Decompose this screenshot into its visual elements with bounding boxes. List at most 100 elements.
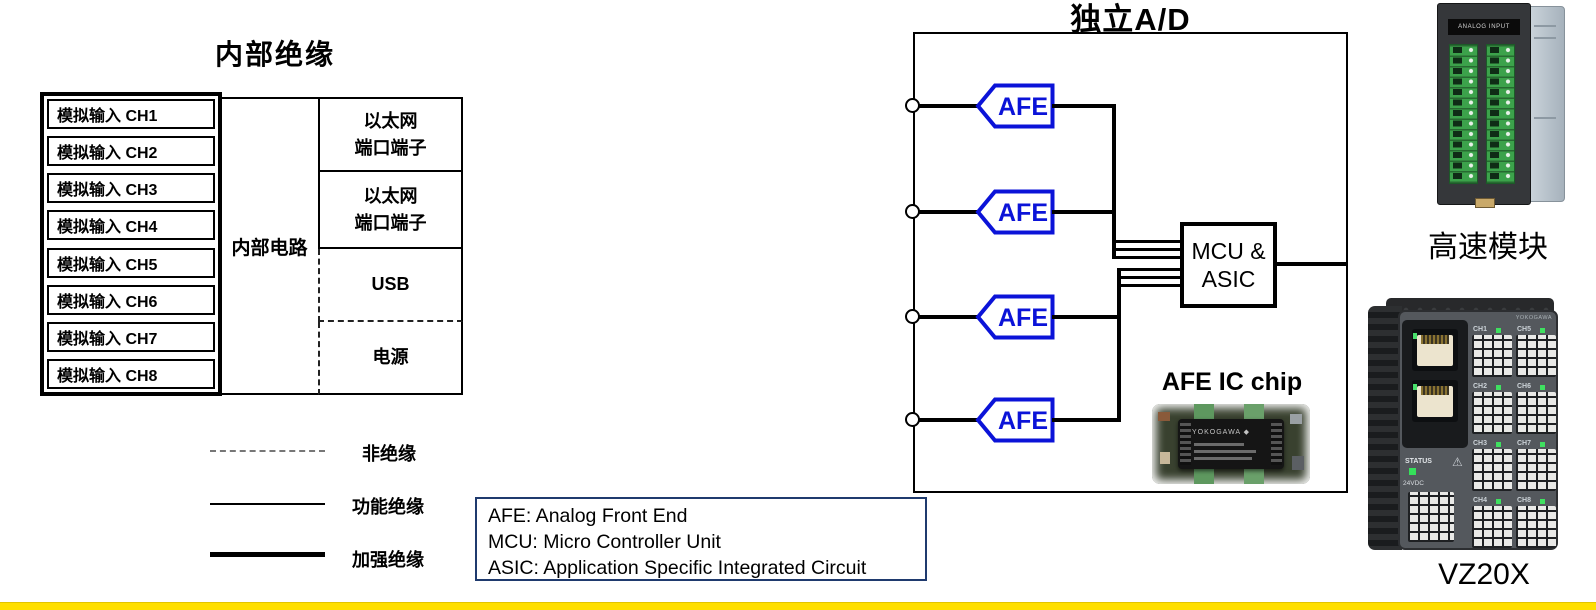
analog-input-group-box: 模拟输入 CH1 模拟输入 CH2 模拟输入 CH3 模拟输入 CH4 模拟输入… <box>40 92 222 396</box>
panel-detail <box>1534 117 1556 119</box>
high-speed-module-caption: 高速模块 <box>1428 231 1548 264</box>
bus-stub-2 <box>1112 248 1182 251</box>
module-body: ANALOG INPUT <box>1437 3 1531 205</box>
analog-input-ch6: 模拟输入 CH6 <box>47 284 215 315</box>
abbreviation-box: AFE: Analog Front End MCU: Micro Control… <box>475 497 927 581</box>
analog-input-ch4: 模拟输入 CH4 <box>47 210 215 241</box>
rj45-pins <box>1421 335 1449 344</box>
cell-text: USB <box>371 274 410 294</box>
analog-input-ch1: 模拟输入 CH1 <box>47 99 215 129</box>
terminal-strip-right <box>1486 44 1515 184</box>
bus-stub-6 <box>1117 284 1182 287</box>
ethernet-port-cell-1: 以太网 端口端子 <box>318 97 463 172</box>
channel-label: CH6 <box>1517 383 1532 390</box>
pcb-component <box>1290 414 1302 424</box>
terminal-connectors <box>1472 449 1512 491</box>
rj45-pins <box>1421 386 1449 395</box>
analog-input-ch8: 模拟输入 CH8 <box>47 358 215 389</box>
status-led <box>1409 468 1416 475</box>
terminal-connectors <box>1516 449 1556 491</box>
channel-led <box>1540 385 1545 390</box>
ic-pins-left <box>1180 423 1191 465</box>
input-terminal-1 <box>905 98 920 113</box>
panel-detail <box>1534 37 1556 39</box>
mcu-output-wire <box>1275 262 1348 266</box>
middle-diagram-title: 独立A/D <box>1070 2 1191 37</box>
bus-stub-1 <box>1112 240 1182 243</box>
cell-text: 端口端子 <box>354 137 427 158</box>
mcu-label-line2: ASIC <box>1201 266 1256 292</box>
mcu-asic-block: MCU & ASIC <box>1180 222 1277 308</box>
terminal-connectors <box>1472 506 1512 548</box>
vz20x-caption: VZ20X <box>1438 558 1530 591</box>
input-wire-3 <box>919 315 977 319</box>
legend-label-functional-insulation: 功能绝缘 <box>352 497 424 517</box>
afe-output-wire-2 <box>1052 210 1114 214</box>
yokogawa-brand-text: YOKOGAWA <box>1515 315 1552 321</box>
terminal-connectors <box>1516 335 1556 377</box>
cell-text: 以太网 <box>363 110 418 131</box>
vz-channel-block-ch6: CH6 <box>1516 383 1558 436</box>
afe-pentagon <box>975 83 1055 129</box>
abbrev-afe: AFE: Analog Front End <box>488 505 688 527</box>
abbrev-mcu: MCU: Micro Controller Unit <box>488 531 721 553</box>
channel-label: CH8 <box>1517 497 1532 504</box>
vz-front-panel: YOKOGAWA CH1 CH2 <box>1398 310 1558 550</box>
channel-label: CH5 <box>1517 326 1532 333</box>
afe-output-wire-1 <box>1052 104 1114 108</box>
terminal-strip-left <box>1449 44 1478 184</box>
power-terminal-connectors <box>1408 492 1454 542</box>
afe-block-2: AFE <box>975 189 1055 235</box>
legend-line-non-insulated <box>210 450 325 452</box>
ic-marking-line <box>1194 450 1256 453</box>
afe-label: AFE <box>998 93 1048 121</box>
vz-channel-block-ch3: CH3 <box>1472 440 1514 493</box>
vz20x-product-photo: YOKOGAWA CH1 CH2 <box>1368 298 1562 560</box>
vz-side-fins <box>1368 306 1402 550</box>
abbrev-asic: ASIC: Application Specific Integrated Ci… <box>488 557 867 579</box>
vz-channel-block-ch7: CH7 <box>1516 440 1558 493</box>
module-side-panel <box>1527 6 1565 202</box>
channel-led <box>1540 328 1545 333</box>
legend-label-non-insulated: 非绝缘 <box>362 444 416 464</box>
channel-label: CH7 <box>1517 440 1532 447</box>
bus-vertical-lower <box>1117 268 1121 422</box>
bus-stub-5 <box>1117 276 1182 279</box>
rj45-port-1 <box>1412 329 1458 371</box>
ic-pins-right <box>1271 423 1282 465</box>
vz-channel-block-ch1: CH1 <box>1472 326 1514 379</box>
rj45-led <box>1413 384 1417 390</box>
ic-marking-line <box>1194 443 1244 446</box>
channel-led <box>1496 328 1501 333</box>
cell-text: 以太网 <box>363 185 418 206</box>
pcb-component <box>1292 456 1304 470</box>
bus-stub-3 <box>1112 256 1182 259</box>
input-terminal-2 <box>905 204 920 219</box>
channel-led <box>1540 499 1545 504</box>
vz-channel-block-ch2: CH2 <box>1472 383 1514 436</box>
afe-output-wire-3 <box>1052 315 1119 319</box>
channel-label: CH3 <box>1473 440 1488 447</box>
ic-marking-line <box>1194 457 1252 460</box>
input-terminal-3 <box>905 309 920 324</box>
afe-output-wire-4 <box>1052 418 1119 422</box>
rj45-port-2 <box>1412 380 1458 422</box>
pcb-component <box>1160 452 1170 464</box>
usb-cell: USB <box>318 249 463 322</box>
channel-label: CH1 <box>1473 326 1488 333</box>
module-connector-tab <box>1475 198 1495 208</box>
bus-vertical-upper <box>1112 104 1116 259</box>
legend-label-reinforced-insulation: 加强绝缘 <box>352 550 424 570</box>
afe-ic-chip-photo: YOKOGAWA ◆ <box>1152 404 1310 484</box>
input-terminal-4 <box>905 412 920 427</box>
afe-block-3: AFE <box>975 294 1055 340</box>
channel-label: CH4 <box>1473 497 1488 504</box>
vz-channel-block-ch4: CH4 <box>1472 497 1514 550</box>
vz-channel-block-ch8: CH8 <box>1516 497 1558 550</box>
channel-led <box>1496 499 1501 504</box>
power-cell: 电源 <box>318 322 463 395</box>
afe-block-4: AFE <box>975 397 1055 443</box>
chip-caption: AFE IC chip <box>1161 368 1303 396</box>
terminal-connectors <box>1472 335 1512 377</box>
